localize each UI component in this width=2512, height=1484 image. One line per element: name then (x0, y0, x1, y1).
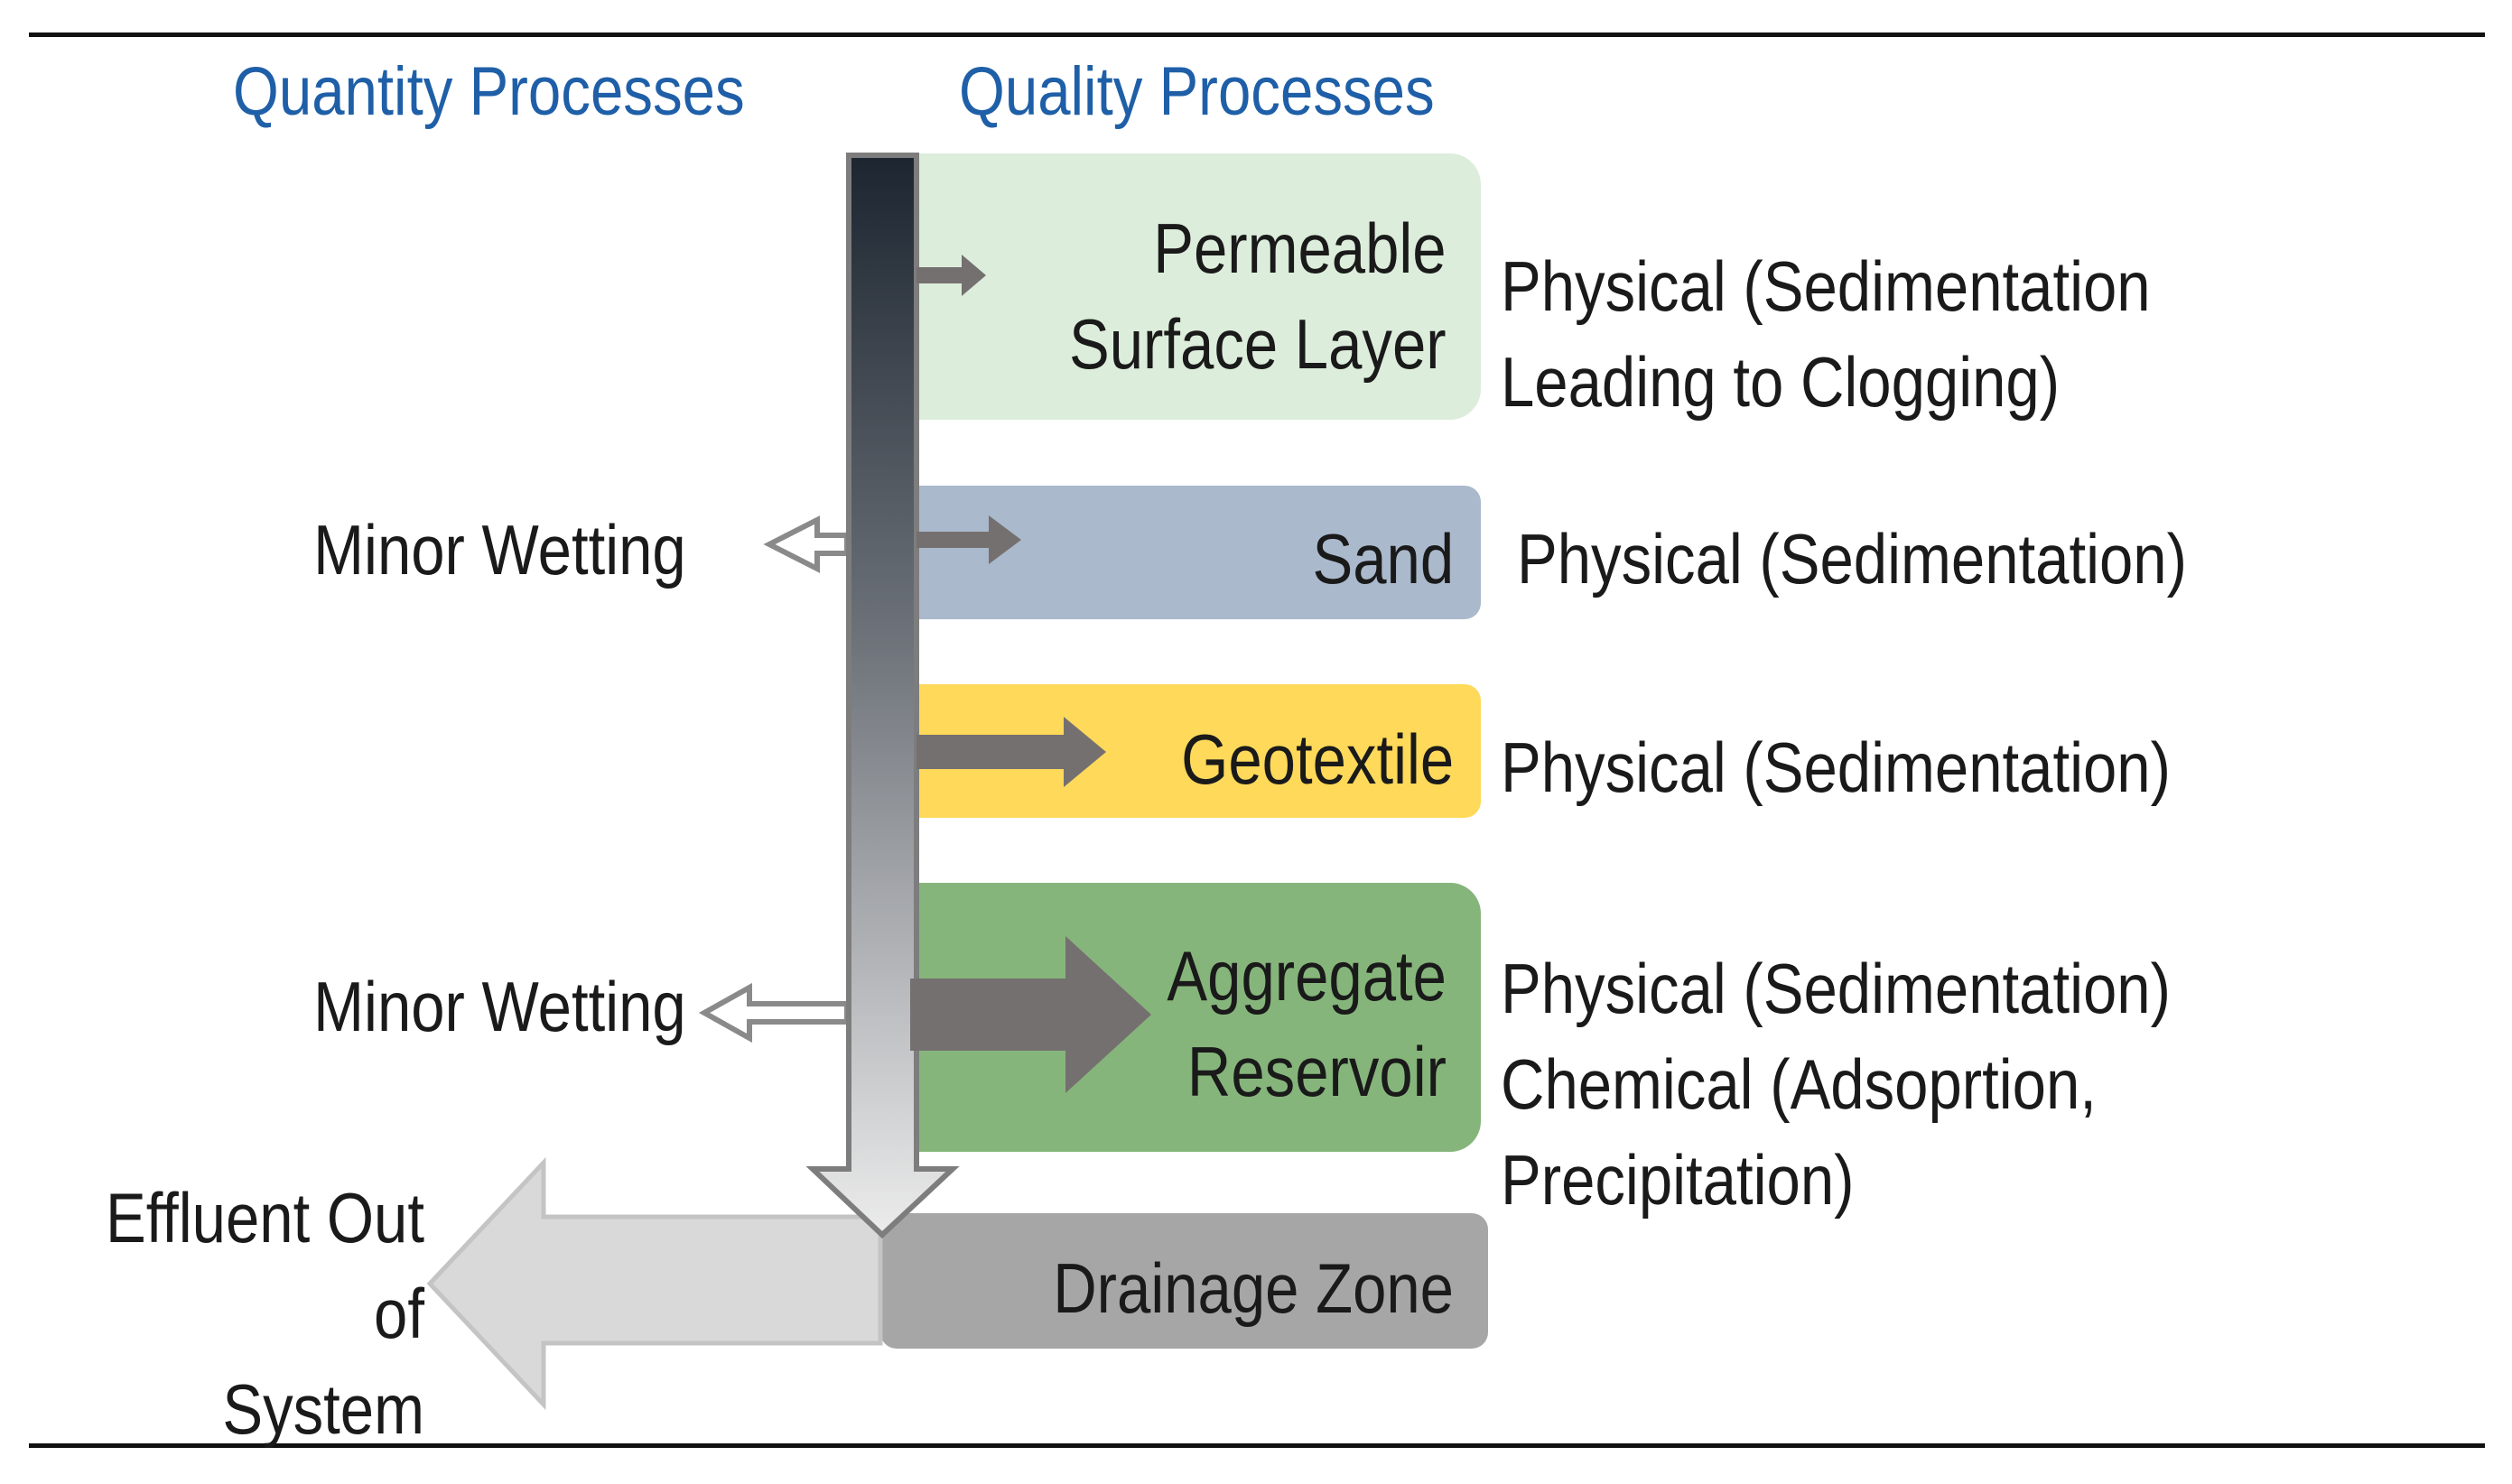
minor-wetting-arrow-1 (763, 515, 850, 573)
process-desc-permeable-surface: Physical (Sedimentation Leading to Clogg… (1501, 246, 2151, 422)
layer-label-geotextile: Geotextile (1180, 719, 1454, 799)
main-flow-arrow (805, 153, 960, 1239)
layer-label-aggregate-reservoir: Aggregate Reservoir (1167, 936, 1447, 1111)
layer-label-sand: Sand (1312, 519, 1454, 598)
process-desc-geotextile: Physical (Sedimentation) (1501, 728, 2171, 807)
layer-arrow-permeable (916, 255, 986, 296)
layer-box-sand (880, 486, 1481, 619)
minor-wetting-label-2: Minor Wetting (313, 967, 686, 1046)
effluent-arrow (426, 1156, 883, 1411)
quantity-processes-header: Quantity Processes (233, 53, 745, 130)
layer-label-permeable-surface: Permeable Surface Layer (1069, 209, 1447, 384)
top-rule (29, 32, 2485, 37)
bottom-rule (29, 1443, 2485, 1448)
layer-arrow-geotextile (916, 717, 1106, 787)
process-desc-aggregate-reservoir: Physical (Sedimentation) Chemical (Adsop… (1501, 949, 2171, 1220)
layer-arrow-sand (916, 515, 1021, 564)
effluent-label: Effluent Out of System (105, 1178, 424, 1449)
layer-box-permeable-surface (880, 153, 1481, 420)
quality-processes-header: Quality Processes (959, 53, 1435, 130)
minor-wetting-label-1: Minor Wetting (313, 510, 686, 589)
layer-arrow-aggregate (910, 936, 1151, 1093)
layer-box-drainage-zone (880, 1213, 1488, 1349)
process-desc-sand: Physical (Sedimentation) (1517, 519, 2187, 598)
minor-wetting-arrow-2 (698, 982, 850, 1043)
layer-label-drainage-zone: Drainage Zone (1053, 1248, 1454, 1328)
